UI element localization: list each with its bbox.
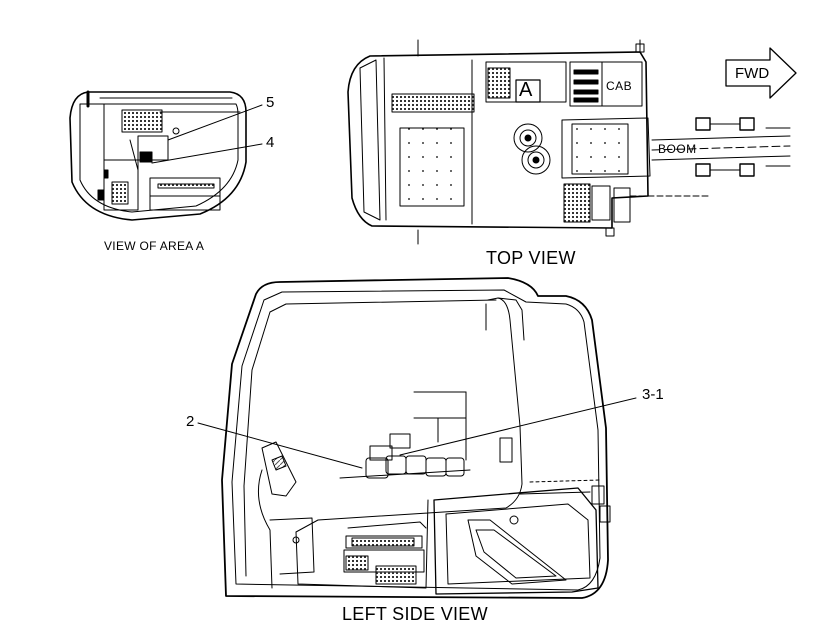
- callout-5: 5: [266, 94, 275, 111]
- leader-line-5: [167, 104, 263, 141]
- caption-left-side-view: LEFT SIDE VIEW: [342, 604, 488, 624]
- left-side-view-drawing: [221, 277, 611, 599]
- area-a-label: A: [519, 79, 533, 101]
- callout-3-1: 3-1: [642, 386, 664, 403]
- caption-view-of-area-a: VIEW OF AREA A: [104, 239, 205, 253]
- callout-4: 4: [266, 134, 275, 151]
- callout-2: 2: [186, 413, 195, 430]
- boom-label: BOOM: [658, 142, 697, 156]
- view-of-area-a-drawing: [69, 90, 247, 221]
- fwd-label: FWD: [735, 65, 770, 82]
- leader-line-4: [151, 143, 263, 164]
- fwd-arrow-icon: [725, 47, 797, 99]
- cab-label: CAB: [606, 79, 633, 93]
- leader-line-3-1: [399, 397, 637, 456]
- caption-top-view: TOP VIEW: [486, 248, 576, 268]
- top-view-drawing: [347, 39, 791, 245]
- leader-line-2: [197, 422, 363, 469]
